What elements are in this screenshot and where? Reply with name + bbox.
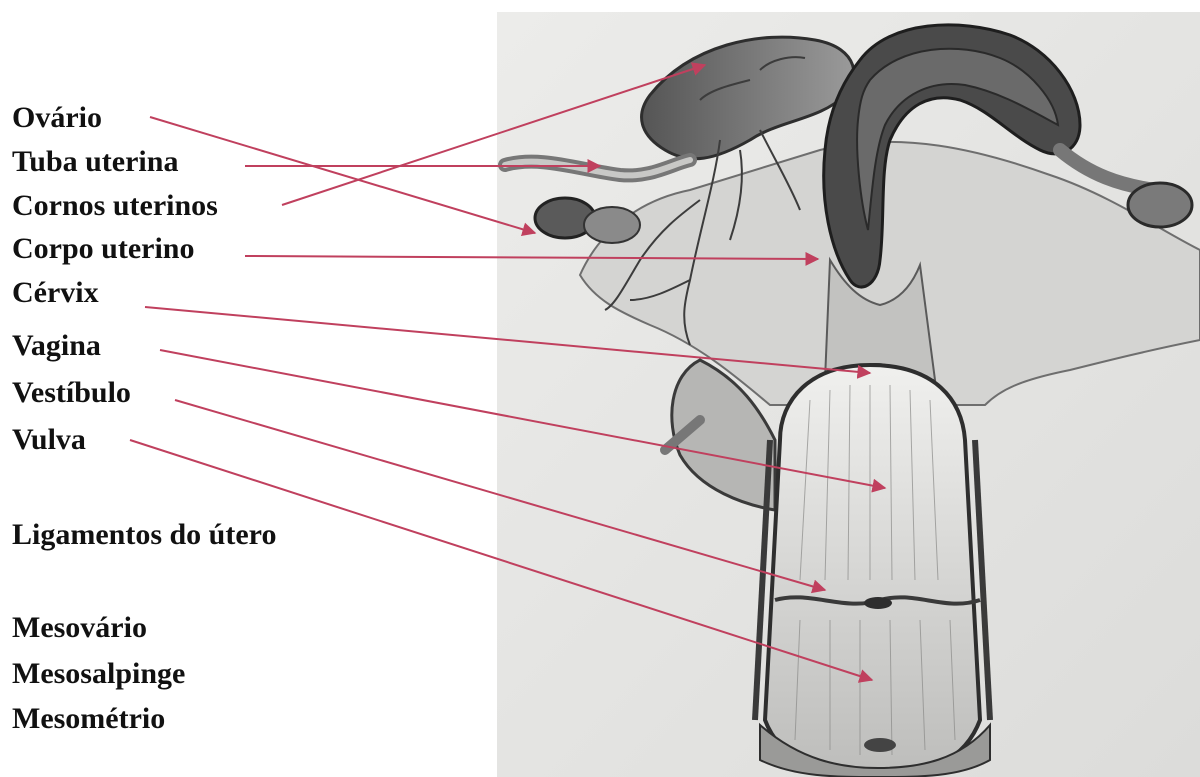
label-vestibulo: Vestíbulo	[12, 376, 131, 409]
label-mesometrio: Mesométrio	[12, 702, 165, 735]
label-ligamentos-do-utero: Ligamentos do útero	[12, 518, 276, 551]
right-ovary	[1128, 183, 1192, 227]
label-mesosalpinge: Mesosalpinge	[12, 657, 185, 690]
label-vagina: Vagina	[12, 329, 101, 362]
label-vulva: Vulva	[12, 423, 86, 456]
label-mesovario: Mesovário	[12, 611, 147, 644]
label-ovario: Ovário	[12, 101, 102, 134]
label-cervix: Cérvix	[12, 276, 99, 309]
label-corpo-uterino: Corpo uterino	[12, 232, 195, 265]
label-cornos-uterinos: Cornos uterinos	[12, 189, 218, 222]
label-tuba-uterina: Tuba uterina	[12, 145, 178, 178]
vaginal-canal	[765, 365, 980, 775]
